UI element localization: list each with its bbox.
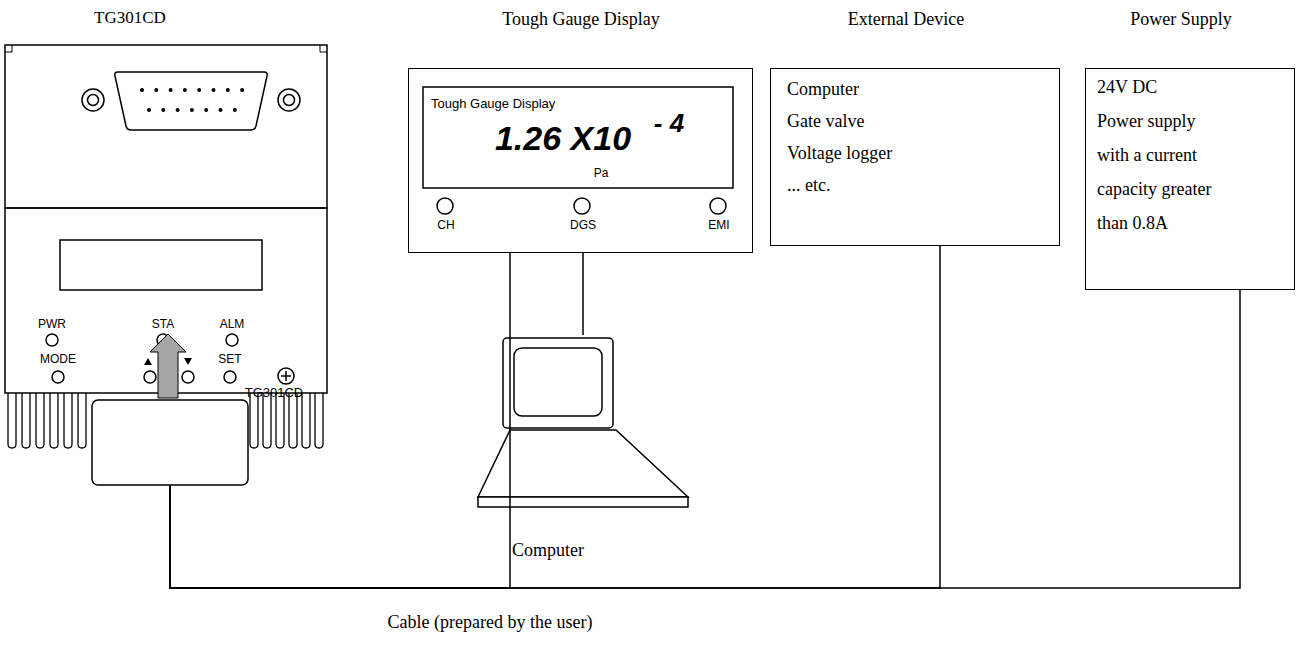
spec-line: than 0.8A xyxy=(1097,213,1168,234)
display-details xyxy=(423,87,733,214)
unit-heading: Power Supply xyxy=(1130,9,1232,30)
controller-unit: TG301CD PWR STA ALM MODE SET TG301CD xyxy=(5,10,327,485)
cable-line xyxy=(170,290,1240,588)
computer-unit: Computer xyxy=(478,335,690,565)
spec-line: capacity greater xyxy=(1097,179,1211,200)
button-label: SET xyxy=(218,353,241,367)
pressure-value: 1.26 X10 xyxy=(495,119,631,158)
cable-line xyxy=(170,253,510,588)
button-label: MODE xyxy=(40,353,76,367)
spec-line: with a current xyxy=(1097,145,1197,166)
unit-heading: Tough Gauge Display xyxy=(502,9,660,30)
model-label: TG301CD xyxy=(245,386,304,401)
device-item: ... etc. xyxy=(787,175,830,196)
computer-label: Computer xyxy=(512,540,584,561)
cable-label: Cable (prepared by the user) xyxy=(388,612,593,633)
cable-line xyxy=(582,253,584,335)
cable-line xyxy=(170,246,940,588)
display-box: Tough Gauge DisplayTough Gauge Display1.… xyxy=(408,68,753,253)
indicator-label: PWR xyxy=(38,318,66,332)
device-item: Computer xyxy=(787,79,859,100)
unit-heading: External Device xyxy=(848,9,964,30)
unit-label: Pa xyxy=(594,167,609,181)
spec-line: 24V DC xyxy=(1097,77,1157,98)
button-label: EMI xyxy=(708,219,729,233)
external-device-box: External DeviceComputerGate valveVoltage… xyxy=(770,68,1060,246)
device-item: Voltage logger xyxy=(787,143,892,164)
up-mark xyxy=(144,358,152,365)
tg301cd-housing xyxy=(5,45,327,485)
heat-fins xyxy=(8,393,323,448)
device-item: Gate valve xyxy=(787,111,864,132)
power-supply-box: Power Supply24V DCPower supplywith a cur… xyxy=(1085,68,1295,290)
indicator-label: STA xyxy=(152,318,174,332)
display-caption: Tough Gauge Display xyxy=(431,97,555,112)
down-mark xyxy=(184,358,192,365)
exponent: - 4 xyxy=(654,109,684,139)
button-label: CH xyxy=(437,219,454,233)
connector-pins xyxy=(140,88,244,112)
button-label: DGS xyxy=(570,219,596,233)
insert-arrow xyxy=(150,334,186,398)
unit-heading: TG301CD xyxy=(94,8,166,28)
spec-line: Power supply xyxy=(1097,111,1196,132)
indicator-label: ALM xyxy=(220,318,245,332)
